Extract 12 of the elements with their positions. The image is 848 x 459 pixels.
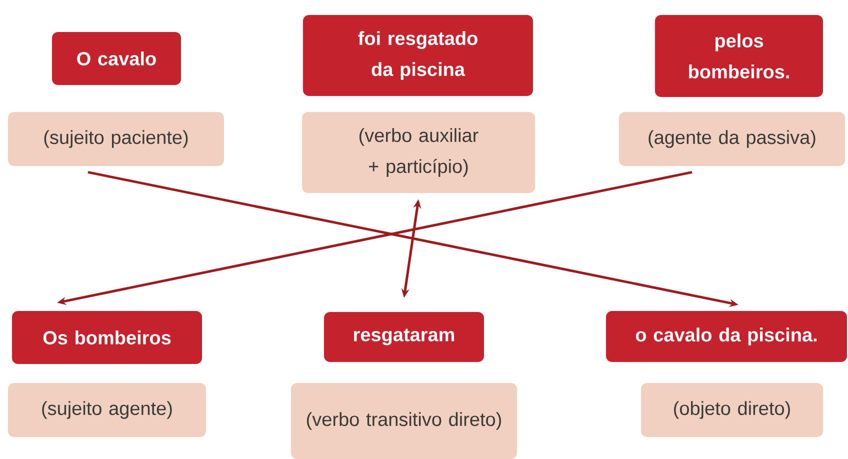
phrase-box: O cavalo <box>52 32 181 85</box>
phrase-box: o cavalo da piscina. <box>606 311 847 362</box>
function-box: (sujeito agente) <box>8 383 206 437</box>
phrase-box: pelos bombeiros. <box>655 15 823 97</box>
function-box: (agente da passiva) <box>619 112 845 166</box>
function-box: (sujeito paciente) <box>8 112 224 166</box>
phrase-box: Os bombeiros <box>12 311 202 364</box>
function-box: (objeto direto) <box>641 383 823 437</box>
function-box: (verbo transitivo direto) <box>291 383 517 459</box>
phrase-box: foi resgatado da piscina <box>303 15 533 96</box>
phrase-box: resgataram <box>324 312 484 362</box>
function-box: (verbo auxiliar + particípio) <box>302 112 535 193</box>
